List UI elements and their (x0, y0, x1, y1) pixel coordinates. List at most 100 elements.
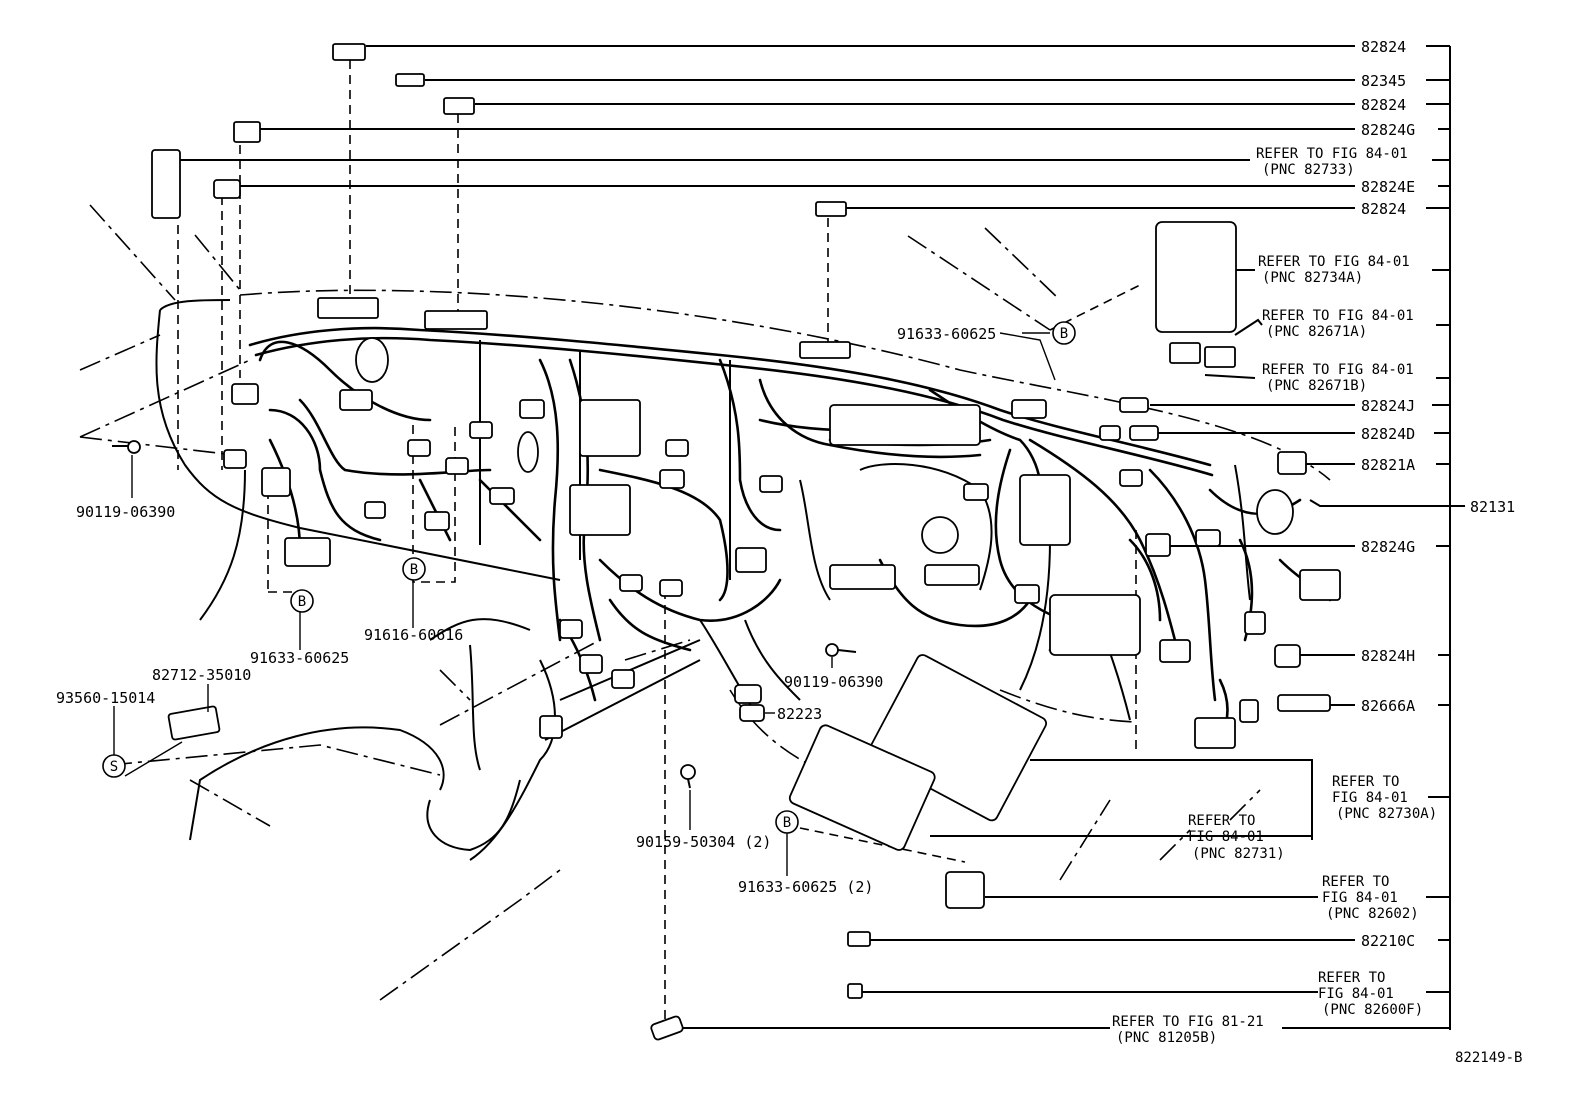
label-82824-1: 82824 (1361, 38, 1406, 56)
label-refer-82671B-l1: REFER TO FIG 84-01 (1262, 362, 1414, 378)
connector-inner-6 (469, 421, 493, 439)
fasteners (112, 440, 857, 830)
connector-right-lower-2 (1239, 699, 1259, 723)
body-outline (79, 204, 1331, 1001)
callout-leaders (113, 332, 1056, 876)
label-refer-82602-l3: (PNC 82602) (1326, 906, 1419, 922)
label-93560-15014: 93560-15014 (56, 689, 155, 707)
label-82824H: 82824H (1361, 647, 1415, 665)
bolt-90119-left (112, 440, 141, 498)
label-refer-82671A-l2: (PNC 82671A) (1266, 324, 1367, 340)
svg-text:B: B (410, 562, 418, 578)
connectors (151, 43, 1341, 1041)
label-82824-2: 82824 (1361, 96, 1406, 114)
connector-82824H (1274, 644, 1301, 668)
connector-82824D (1129, 425, 1159, 441)
connector-82824E (213, 179, 241, 199)
label-refer-82733-l1: REFER TO FIG 84-01 (1256, 146, 1408, 162)
connector-inner-4 (407, 439, 431, 457)
label-82712-35010: 82712-35010 (152, 666, 251, 684)
connector-82824G-top (233, 121, 261, 143)
connector-left-3 (284, 537, 331, 567)
label-82223: 82223 (777, 705, 822, 723)
connector-center-upper (1011, 399, 1047, 419)
connector-inner-1 (489, 487, 515, 505)
connector-console-6 (659, 579, 683, 597)
part-number-labels: 91633-60625 90119-06390 91633-60625 9161… (56, 325, 996, 896)
label-refer-82730A-l3: (PNC 82730A) (1336, 806, 1437, 822)
connector-82821A (1277, 451, 1307, 475)
label-refer-82731-l2: FIG 84-01 (1188, 829, 1264, 845)
marker-s: S (102, 754, 126, 778)
connector-82824J (1119, 397, 1149, 413)
relay-82602 (945, 871, 985, 909)
connector-row-lower (829, 564, 896, 590)
connector-inner-8 (659, 469, 685, 489)
label-refer-82671B-l2: (PNC 82671B) (1266, 378, 1367, 394)
label-82210C: 82210C (1361, 932, 1415, 950)
connector-left-4 (223, 449, 247, 469)
figure-id: 822149-B (1455, 1050, 1522, 1066)
leader-lines (180, 45, 1465, 1029)
connector-top-center (799, 341, 851, 359)
connector-82345 (395, 73, 425, 87)
relay-block-center (1019, 474, 1071, 546)
relay-82671B (1204, 346, 1236, 368)
label-refer-82734A-l1: REFER TO FIG 84-01 (1258, 254, 1410, 270)
label-82824D: 82824D (1361, 425, 1415, 443)
circle-markers: B B B B S (102, 321, 1076, 834)
clip-82666A (1277, 694, 1331, 712)
clip-82600F (847, 983, 863, 999)
connector-right-mid-3 (1159, 639, 1191, 663)
svg-text:B: B (783, 815, 791, 831)
grommet-left (355, 337, 389, 383)
label-refer-82731-l3: (PNC 82731) (1192, 846, 1285, 862)
right-labels: 82824 82345 82824 82824G REFER TO FIG 84… (1112, 38, 1515, 1046)
label-82345: 82345 (1361, 72, 1406, 90)
label-refer-82734A-l2: (PNC 82734A) (1262, 270, 1363, 286)
label-82821A: 82821A (1361, 456, 1415, 474)
label-82824G-2: 82824G (1361, 538, 1415, 556)
label-91633-60625-top: 91633-60625 (897, 325, 996, 343)
connector-82824-second (443, 97, 475, 115)
connector-82824G-right (1145, 533, 1171, 557)
connector-block-left-center (579, 399, 641, 457)
connector-right-mid (1299, 569, 1341, 601)
clip-82210C (847, 931, 871, 947)
label-refer-82730A-l2: FIG 84-01 (1332, 790, 1408, 806)
label-91633-60625-left: 91633-60625 (250, 649, 349, 667)
dashboard-outline (155, 299, 1251, 861)
label-82131: 82131 (1470, 498, 1515, 516)
connector-console-3 (611, 669, 635, 689)
connector-inner-12 (1099, 425, 1121, 441)
label-91616-60616: 91616-60616 (364, 626, 463, 644)
label-82824G-1: 82824G (1361, 121, 1415, 139)
label-refer-82600F-l3: (PNC 82600F) (1322, 1002, 1423, 1018)
connector-inner-11 (963, 483, 989, 501)
connector-top-left (317, 297, 379, 319)
connector-row-cluster (829, 404, 981, 446)
label-refer-82733-l2: (PNC 82733) (1262, 162, 1355, 178)
connector-right-mid-2 (1244, 611, 1266, 635)
connector-inner-10 (759, 475, 783, 493)
label-82824-3: 82824 (1361, 200, 1406, 218)
connector-inner-14 (1014, 584, 1040, 604)
label-refer-82600F-l2: FIG 84-01 (1318, 986, 1394, 1002)
svg-text:B: B (1060, 326, 1068, 342)
connector-82824-center (815, 201, 847, 217)
connector-console-1 (539, 715, 563, 739)
ecu-82731 (788, 724, 936, 851)
connector-inner-15 (1195, 529, 1221, 547)
svg-text:S: S (110, 759, 118, 775)
label-82824J: 82824J (1361, 397, 1415, 415)
connector-console-2 (579, 654, 603, 674)
connector-82223-b (739, 704, 765, 722)
label-refer-82600F-l1: REFER TO (1318, 970, 1385, 986)
label-91633-60625-bottom: 91633-60625 (2) (738, 878, 873, 896)
label-90159-50304: 90159-50304 (2) (636, 833, 771, 851)
connector-block-lower-left-center (569, 484, 631, 536)
marker-b-mid-left: B (402, 557, 426, 581)
connector-inner-2 (424, 511, 450, 531)
marker-b-left: B (290, 589, 314, 613)
